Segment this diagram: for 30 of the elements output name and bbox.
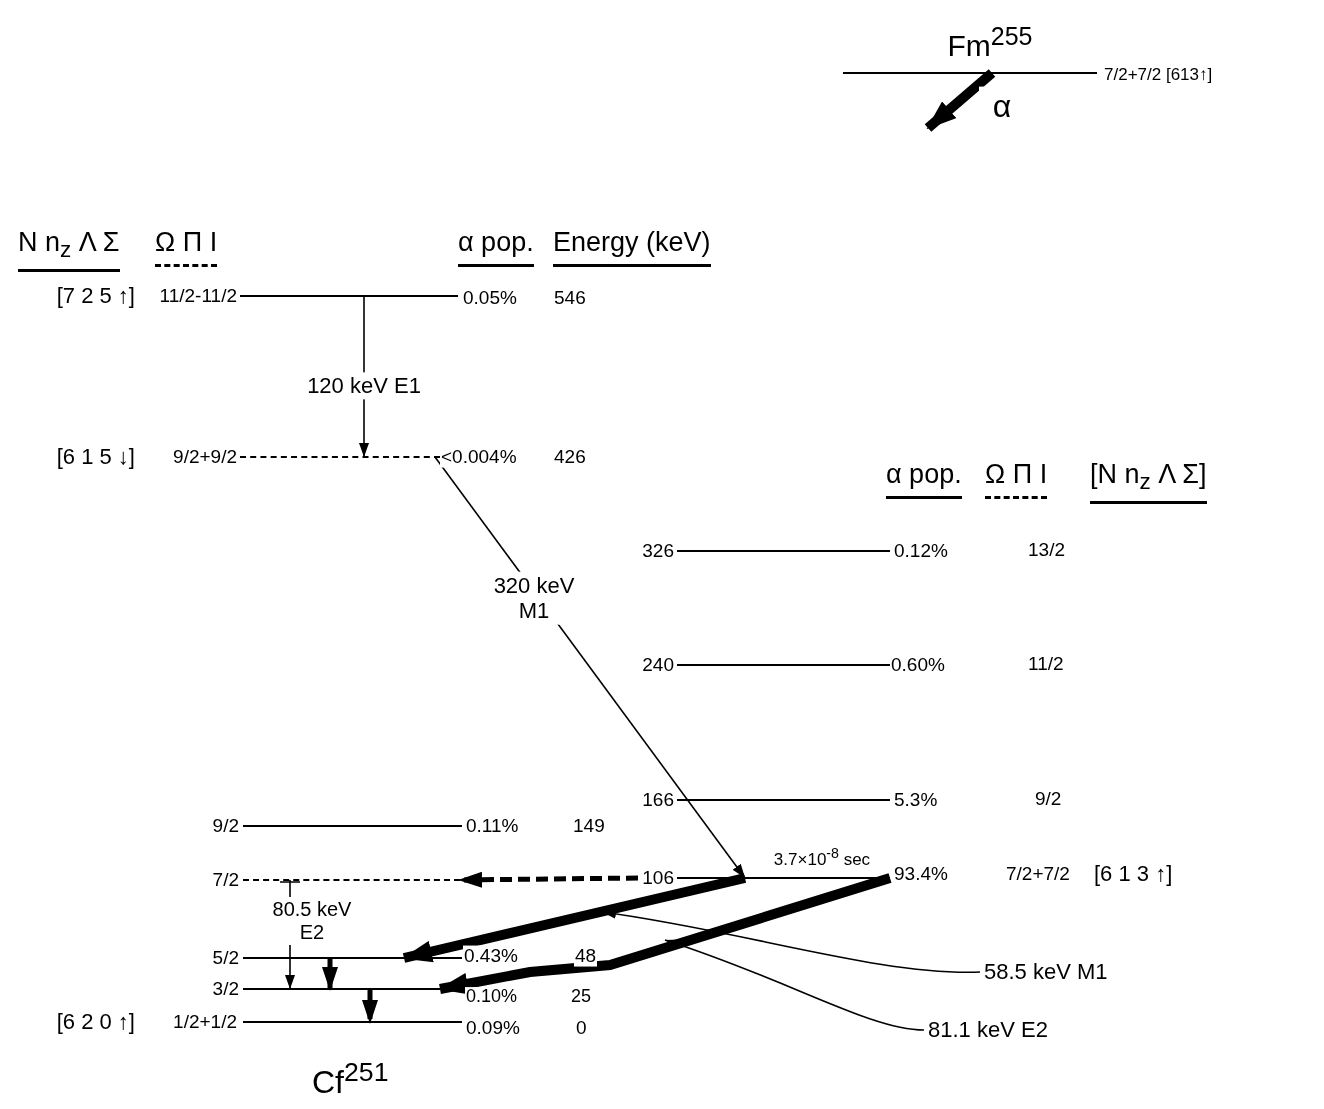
transition-arrow <box>438 873 892 995</box>
column-heading: α pop. <box>458 228 534 267</box>
alpha-decay-arrow <box>924 69 996 132</box>
energy-level-line <box>677 550 890 552</box>
energy-level-line <box>243 957 462 959</box>
transition-arrow <box>458 871 639 888</box>
energy-level-line <box>240 456 440 458</box>
column-heading: Ω Π I <box>155 228 218 267</box>
energy-level-line <box>243 825 462 827</box>
column-heading: N n$_{z}$ Λ Σ <box>18 228 120 273</box>
energy-level-line <box>240 295 458 297</box>
column-heading: α pop. <box>886 460 962 499</box>
energy-level-line <box>843 72 1097 74</box>
column-heading: [N n$_{z}$ Λ Σ] <box>1090 460 1207 505</box>
spin-label: 11/2 <box>1028 654 1064 675</box>
level-label: 7/2+7/2 [613↑] <box>1103 65 1214 85</box>
energy-level-line <box>677 664 890 666</box>
energy-level-line <box>243 988 440 990</box>
nucleus-label: Cf$^{251}$ <box>312 1058 389 1100</box>
transition-arrow <box>322 958 338 991</box>
energy-level-line <box>243 1021 462 1023</box>
leader-line <box>664 939 925 1031</box>
spin-label: 9/2 <box>1035 789 1062 810</box>
energy-level-line <box>677 799 890 801</box>
energy-level-line <box>243 879 460 881</box>
column-heading: Energy (keV) <box>553 228 711 267</box>
transition-arrow <box>402 873 747 963</box>
transition-arrow <box>362 989 378 1024</box>
spin-label: 13/2 <box>1028 540 1065 561</box>
column-heading: Ω Π I <box>985 460 1048 499</box>
